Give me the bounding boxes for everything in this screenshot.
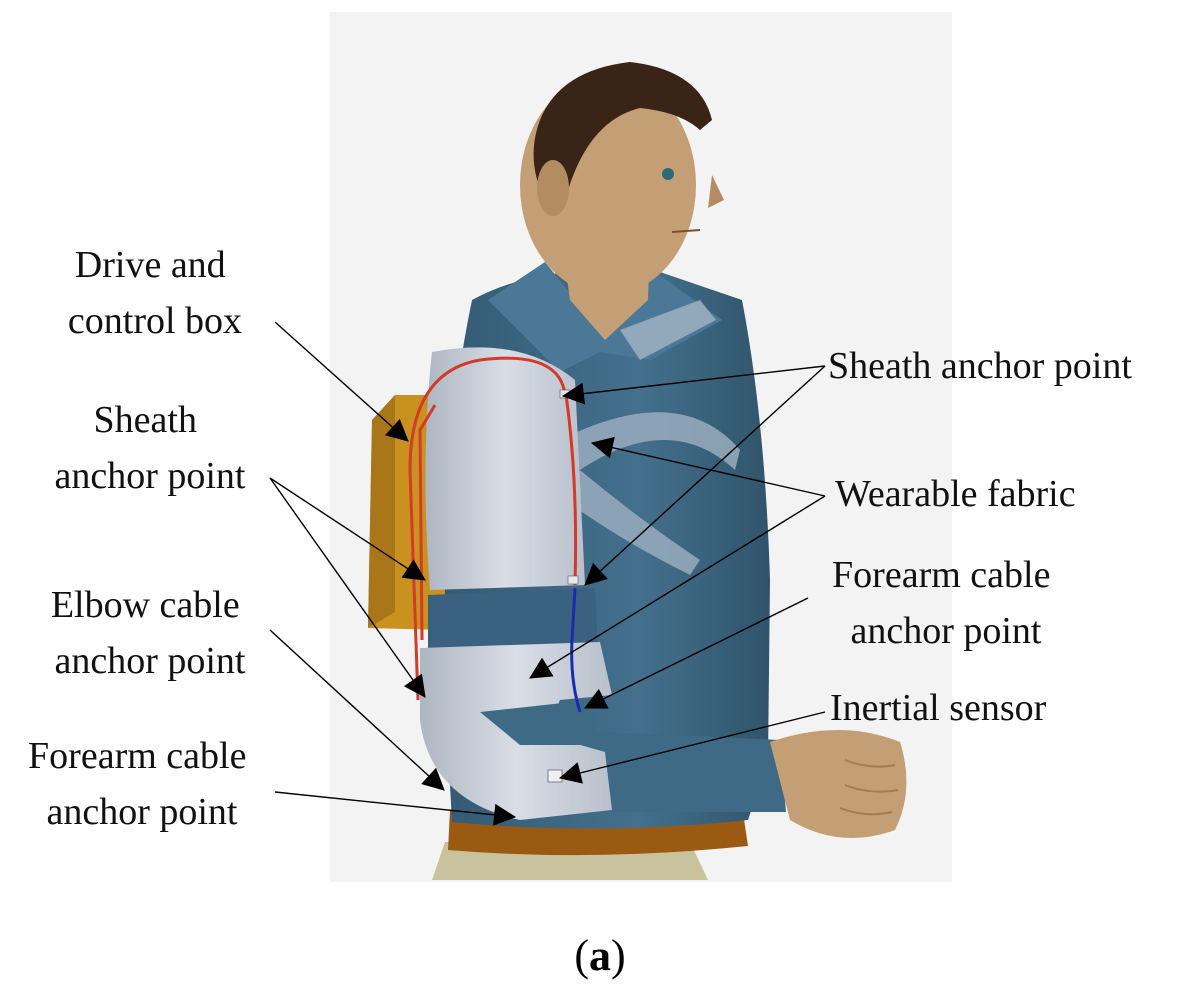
leader-inertial-sensor (558, 711, 826, 784)
callout-labels: Drive and control box Sheath anchor poin… (28, 244, 1132, 833)
leader-drive-box (274, 321, 409, 442)
label-sheath-anchor-left: Sheath anchor point (54, 399, 245, 497)
mannequin-illustration (368, 62, 907, 880)
label-forearm-cable-anchor-right: Forearm cable anchor point (832, 554, 1060, 652)
label-drive-box: Drive and control box (68, 244, 242, 342)
caption-close-paren: ) (611, 931, 626, 980)
leader-sheath-right-2 (584, 365, 826, 586)
label-sheath-anchor-right: Sheath anchor point (828, 345, 1132, 387)
leader-sheath-left-1 (269, 477, 426, 581)
label-forearm-cable-anchor-left: Forearm cable anchor point (28, 735, 256, 833)
caption-letter: a (589, 931, 611, 980)
label-elbow-cable-anchor: Elbow cable anchor point (51, 584, 249, 682)
leader-fabric-2 (529, 495, 826, 679)
leader-forearm-right (584, 597, 809, 709)
leader-sheath-left-2 (269, 477, 426, 698)
label-inertial-sensor: Inertial sensor (830, 687, 1047, 729)
caption-open-paren: ( (574, 931, 589, 980)
leader-lines (269, 321, 826, 826)
leader-fabric-1 (590, 436, 826, 497)
leader-forearm-left (274, 791, 517, 826)
label-wearable-fabric: Wearable fabric (835, 473, 1076, 515)
leader-elbow-cable (269, 629, 445, 791)
figure-caption: (a) (574, 931, 625, 980)
leader-sheath-right-1 (561, 365, 826, 405)
